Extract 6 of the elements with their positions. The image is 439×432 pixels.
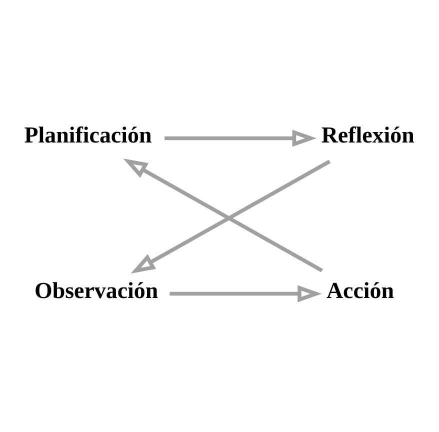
arrow (169, 285, 322, 302)
node-text: Observación (34, 278, 158, 304)
node-text: Acción (326, 278, 394, 304)
node-text: Reflexión (320, 122, 414, 148)
arrow (164, 130, 316, 147)
node-text: Planificación (24, 122, 152, 148)
